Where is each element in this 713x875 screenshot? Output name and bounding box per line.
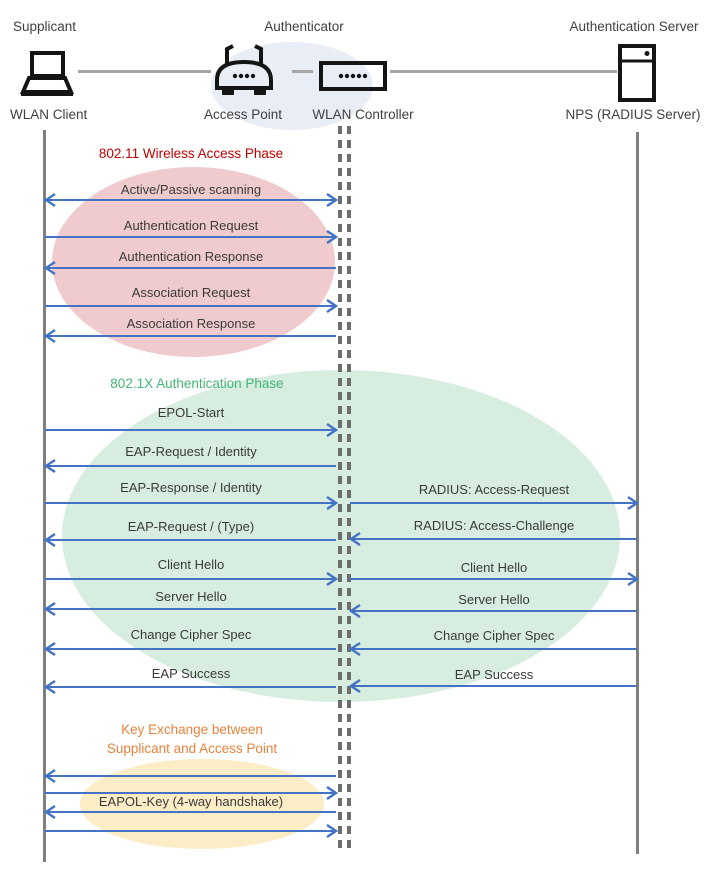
arrowhead-right-icon bbox=[326, 786, 338, 800]
message-arrow-line bbox=[350, 502, 637, 504]
message-arrow-line bbox=[45, 267, 336, 269]
arrowhead-left-icon bbox=[44, 680, 56, 694]
arrowhead-left-icon bbox=[44, 533, 56, 547]
message-arrow-line bbox=[350, 685, 637, 687]
phase-ellipse-wireless-access bbox=[52, 167, 335, 357]
message-arrow-line bbox=[45, 811, 336, 813]
arrowhead-left-icon bbox=[349, 604, 361, 618]
phase-title-key-exchange-line2: Supplicant and Access Point bbox=[106, 741, 278, 756]
message-label: EAPOL-Key (4-way handshake) bbox=[98, 794, 284, 809]
message-label: EAP Success bbox=[151, 666, 231, 681]
message-label: Active/Passive scanning bbox=[120, 182, 262, 197]
message-label: Authentication Request bbox=[123, 218, 259, 233]
arrowhead-right-icon bbox=[326, 299, 338, 313]
message-arrow-line bbox=[45, 686, 336, 688]
role-label-authentication-server: Authentication Server bbox=[569, 19, 699, 34]
arrowhead-left-icon bbox=[44, 261, 56, 275]
arrowhead-right-icon bbox=[326, 824, 338, 838]
message-arrow-line bbox=[45, 502, 336, 504]
phase-title-wireless-access: 802.11 Wireless Access Phase bbox=[98, 146, 284, 161]
message-arrow-line bbox=[45, 465, 336, 467]
arrowhead-left-icon bbox=[44, 193, 56, 207]
arrowhead-left-icon bbox=[44, 459, 56, 473]
lifeline-nps-server bbox=[636, 132, 639, 854]
arrowhead-right-icon bbox=[326, 193, 338, 207]
message-arrow-line bbox=[45, 830, 336, 832]
arrowhead-right-icon bbox=[326, 230, 338, 244]
wlan-controller-icon bbox=[319, 61, 387, 91]
arrowhead-left-icon bbox=[44, 329, 56, 343]
server-icon bbox=[618, 44, 656, 102]
message-arrow-line bbox=[45, 608, 336, 610]
message-arrow-line bbox=[350, 648, 637, 650]
arrowhead-right-icon bbox=[627, 496, 639, 510]
message-label: EAP-Response / Identity bbox=[120, 480, 262, 495]
connector-controller-server bbox=[390, 70, 617, 73]
node-label-access-point: Access Point bbox=[203, 107, 283, 122]
message-arrow-line bbox=[45, 305, 336, 307]
arrowhead-left-icon bbox=[44, 642, 56, 656]
phase-ellipse-key-exchange bbox=[80, 759, 324, 849]
message-arrow-line bbox=[45, 775, 336, 777]
message-label: Change Cipher Spec bbox=[130, 627, 252, 642]
arrowhead-left-icon bbox=[44, 602, 56, 616]
message-arrow-line bbox=[45, 648, 336, 650]
message-arrow-line bbox=[350, 610, 637, 612]
message-label: RADIUS: Access-Request bbox=[418, 482, 570, 497]
arrowhead-right-icon bbox=[326, 423, 338, 437]
node-label-wlan-client: WLAN Client bbox=[10, 107, 88, 122]
connector-ap-controller bbox=[292, 70, 313, 73]
message-label: Change Cipher Spec bbox=[433, 628, 555, 643]
message-arrow-line bbox=[45, 199, 336, 201]
laptop-icon bbox=[19, 51, 75, 96]
message-label: Association Response bbox=[126, 316, 256, 331]
arrowhead-right-icon bbox=[326, 496, 338, 510]
message-label: EAP Success bbox=[454, 667, 534, 682]
message-arrow-line bbox=[45, 792, 336, 794]
lifeline-wlan-controller-dashed bbox=[347, 126, 351, 852]
message-arrow-line bbox=[350, 578, 637, 580]
message-label: Client Hello bbox=[157, 557, 225, 572]
message-label: EAP-Request / Identity bbox=[125, 444, 257, 459]
lifeline-wlan-client bbox=[43, 130, 46, 862]
role-label-supplicant: Supplicant bbox=[13, 19, 77, 34]
message-label: Server Hello bbox=[155, 589, 227, 604]
message-label: Association Request bbox=[131, 285, 251, 300]
message-label: Client Hello bbox=[460, 560, 528, 575]
message-label: Server Hello bbox=[458, 592, 530, 607]
connector-client-ap bbox=[78, 70, 211, 73]
node-label-wlan-controller: WLAN Controller bbox=[312, 107, 414, 122]
arrowhead-left-icon bbox=[44, 805, 56, 819]
arrowhead-left-icon bbox=[349, 679, 361, 693]
arrowhead-left-icon bbox=[349, 642, 361, 656]
phase-title-dot1x-authentication: 802.1X Authentication Phase bbox=[110, 376, 284, 391]
message-arrow-line bbox=[350, 538, 637, 540]
node-label-nps-radius-server: NPS (RADIUS Server) bbox=[565, 107, 701, 122]
arrowhead-left-icon bbox=[44, 769, 56, 783]
message-arrow-line bbox=[45, 429, 336, 431]
message-label: EPOL-Start bbox=[157, 405, 225, 420]
role-label-authenticator: Authenticator bbox=[264, 19, 344, 34]
message-label: RADIUS: Access-Challenge bbox=[413, 518, 575, 533]
arrowhead-right-icon bbox=[627, 572, 639, 586]
message-arrow-line bbox=[45, 539, 336, 541]
message-arrow-line bbox=[45, 335, 336, 337]
message-arrow-line bbox=[45, 578, 336, 580]
phase-title-key-exchange-line1: Key Exchange between bbox=[121, 722, 263, 737]
arrowhead-left-icon bbox=[349, 532, 361, 546]
lifeline-access-point-dashed bbox=[338, 126, 342, 852]
message-label: EAP-Request / (Type) bbox=[127, 519, 255, 534]
message-arrow-line bbox=[45, 236, 336, 238]
arrowhead-right-icon bbox=[326, 572, 338, 586]
wireless-router-icon bbox=[215, 44, 273, 95]
message-label: Authentication Response bbox=[118, 249, 264, 264]
